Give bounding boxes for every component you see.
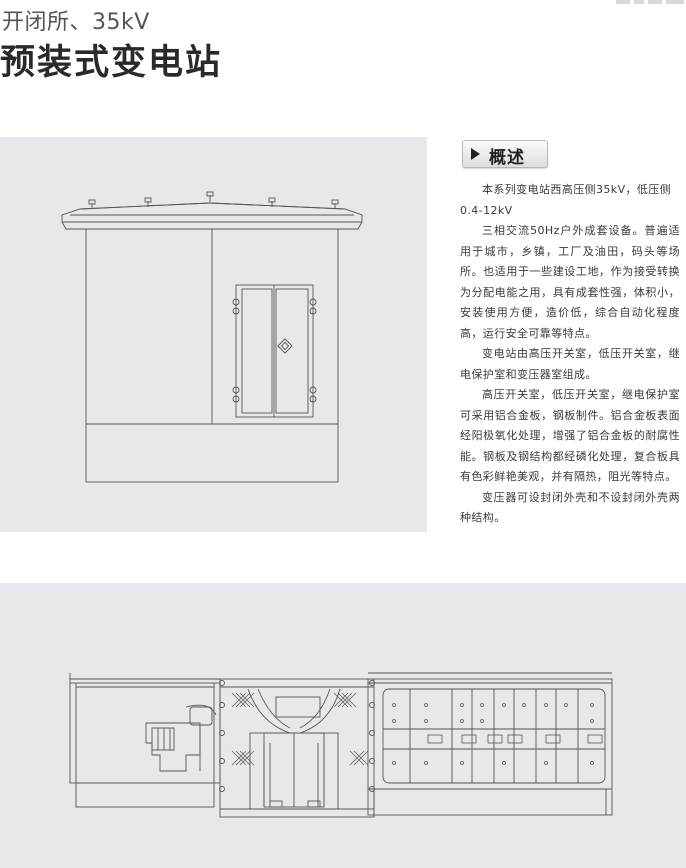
overview-paragraph-subline: 0.4-12kV <box>460 203 513 217</box>
overview-paragraph: 本系列变电站西高压侧35kV，低压侧 0.4-12kV <box>460 180 680 221</box>
page-subtitle: 开闭所、35kV <box>2 10 150 35</box>
overview-paragraph-text: 本系列变电站西高压侧35kV，低压侧 <box>482 183 672 196</box>
triangle-right-icon <box>471 148 480 160</box>
overview-paragraph: 三相交流50Hz户外成套设备。普遍适用于城市，乡镇，工厂及油田，码头等场所。也适… <box>460 224 680 340</box>
overview-heading-tab: 概述 <box>462 140 548 168</box>
page-title: 预装式变电站 <box>0 43 223 83</box>
overview-paragraph: 变压器可设封闭外壳和不设封闭外壳两种结构。 <box>460 490 680 525</box>
substation-interior-drawing <box>69 672 613 818</box>
overview-paragraph: 变电站由高压开关室，低压开关室，继电保护室和变压器室组成。 <box>460 347 680 381</box>
overview-heading: 概述 <box>489 148 525 168</box>
substation-exterior-drawing <box>61 191 363 483</box>
substation-exterior-illustration-panel <box>0 137 427 532</box>
top-edge-decoration <box>616 0 686 4</box>
substation-interior-illustration-panel <box>0 583 686 868</box>
overview-body: 本系列变电站西高压侧35kV，低压侧 0.4-12kV 三相交流50Hz户外成套设… <box>460 180 680 529</box>
overview-paragraph: 高压开关室，低压开关室，继电保护室可采用铝合金板，钢板制件。铝合金板表面经阳极氧… <box>460 388 680 483</box>
